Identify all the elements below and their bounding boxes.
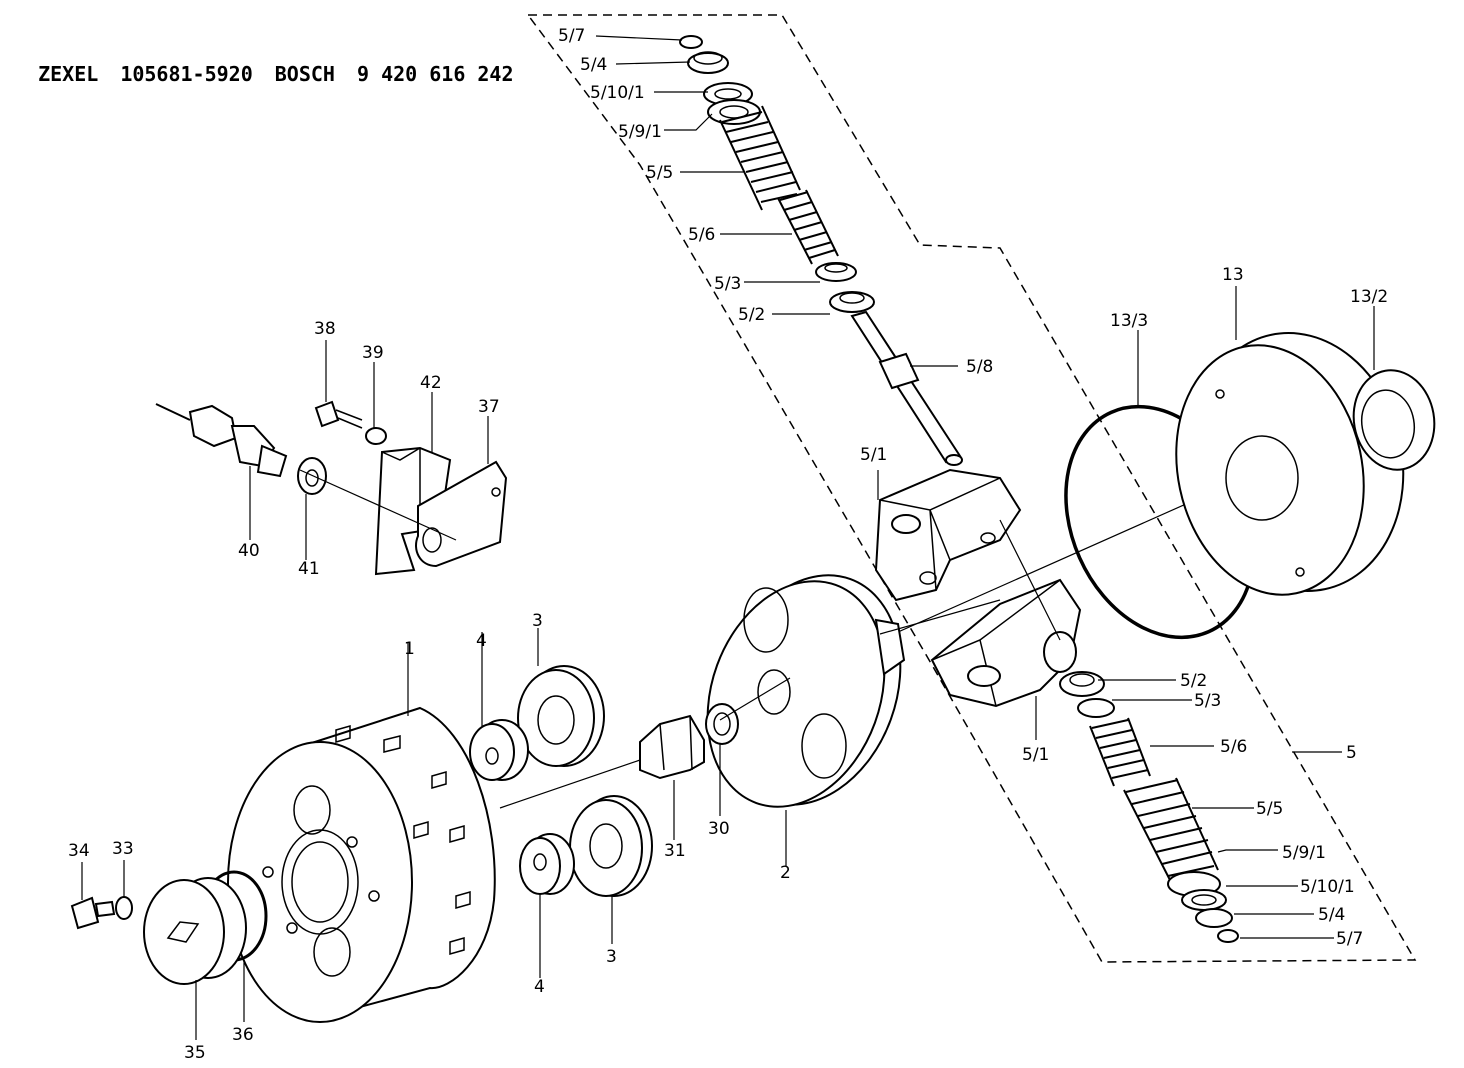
part-38-bolt bbox=[314, 400, 363, 429]
label-3-top: 3 bbox=[532, 611, 543, 631]
part-5-10-1-bottom-washer bbox=[1181, 889, 1227, 911]
part-5-5-bottom-spring bbox=[1123, 777, 1219, 885]
label-5-10-1-bottom: 5/10/1 bbox=[1300, 877, 1355, 897]
part-33-washer bbox=[115, 896, 133, 920]
label-5-2-bottom: 5/2 bbox=[1180, 671, 1207, 691]
label-35: 35 bbox=[184, 1043, 206, 1063]
header-brand-zexel: ZEXEL bbox=[38, 62, 99, 86]
label-41: 41 bbox=[298, 559, 320, 579]
label-5-5-top: 5/5 bbox=[646, 163, 673, 183]
label-5-9-1-bottom: 5/9/1 bbox=[1282, 843, 1326, 863]
part-13-2-seal bbox=[1352, 369, 1436, 471]
group-5-boundary bbox=[526, 14, 1417, 963]
leader-lines bbox=[81, 35, 1375, 1040]
label-1: 1 bbox=[404, 639, 415, 659]
label-38: 38 bbox=[314, 319, 336, 339]
label-5-5-bottom: 5/5 bbox=[1256, 799, 1283, 819]
header-brand-bosch: BOSCH bbox=[274, 62, 335, 86]
part-40-fitting bbox=[155, 403, 288, 478]
label-5: 5 bbox=[1346, 743, 1357, 763]
label-5-6-top: 5/6 bbox=[688, 225, 715, 245]
label-33: 33 bbox=[112, 839, 134, 859]
part-5-2-top-plate bbox=[829, 291, 875, 313]
label-5-1-top: 5/1 bbox=[860, 445, 887, 465]
part-5-9-1-top-washer bbox=[707, 99, 761, 125]
label-5-2-top: 5/2 bbox=[738, 305, 765, 325]
label-42: 42 bbox=[420, 373, 442, 393]
label-31: 31 bbox=[664, 841, 686, 861]
part-31-nut bbox=[639, 714, 705, 780]
label-4-top: 4 bbox=[476, 631, 487, 651]
part-5-1-top-block bbox=[874, 468, 1022, 602]
header-bosch-number: 9 420 616 242 bbox=[356, 62, 514, 86]
part-1-housing bbox=[227, 706, 496, 1023]
label-5-1-bottom: 5/1 bbox=[1022, 745, 1049, 765]
part-2-plate bbox=[706, 574, 906, 808]
label-40: 40 bbox=[238, 541, 260, 561]
label-4-bottom: 4 bbox=[534, 977, 545, 997]
label-5-7-top: 5/7 bbox=[558, 26, 585, 46]
label-13-3: 13/3 bbox=[1110, 311, 1148, 331]
part-4-bottom bbox=[519, 833, 575, 895]
part-35-plug bbox=[143, 877, 247, 985]
label-37: 37 bbox=[478, 397, 500, 417]
part-5-4-top-cap bbox=[687, 52, 729, 74]
label-5-8: 5/8 bbox=[966, 357, 993, 377]
label-30: 30 bbox=[708, 819, 730, 839]
part-labels: 5/7 5/4 5/10/1 5/9/1 5/5 5/6 5/3 5/2 5/8… bbox=[68, 26, 1388, 1063]
label-5-7-bottom: 5/7 bbox=[1336, 929, 1363, 949]
label-34: 34 bbox=[68, 841, 90, 861]
part-5-3-bottom-seat bbox=[1077, 698, 1115, 718]
label-5-9-1-top: 5/9/1 bbox=[618, 122, 662, 142]
bottom-spring-stack bbox=[1059, 671, 1239, 943]
part-34-screw bbox=[70, 896, 116, 930]
label-5-4-top: 5/4 bbox=[580, 55, 607, 75]
part-5-7-bottom-ring bbox=[1217, 929, 1239, 943]
part-30-washer bbox=[705, 703, 739, 745]
part-5-8-pin bbox=[850, 310, 963, 466]
part-5-6-bottom-spring bbox=[1089, 717, 1151, 787]
label-13: 13 bbox=[1222, 265, 1244, 285]
label-36: 36 bbox=[232, 1025, 254, 1045]
part-5-4-bottom-cap bbox=[1195, 908, 1233, 928]
top-spring-stack bbox=[679, 35, 963, 466]
diagram-header: ZEXEL 105681-5920 BOSCH 9 420 616 242 bbox=[14, 38, 536, 86]
label-13-2: 13/2 bbox=[1350, 287, 1388, 307]
label-5-6-bottom: 5/6 bbox=[1220, 737, 1247, 757]
label-5-10-1-top: 5/10/1 bbox=[590, 83, 645, 103]
label-2: 2 bbox=[780, 863, 791, 883]
part-3-top bbox=[517, 665, 605, 767]
header-zexel-number: 105681-5920 bbox=[120, 62, 253, 86]
label-3-bottom: 3 bbox=[606, 947, 617, 967]
part-13-cover bbox=[1175, 332, 1405, 596]
part-4-top bbox=[469, 719, 529, 781]
part-5-1-bottom-block bbox=[930, 578, 1082, 708]
label-39: 39 bbox=[362, 343, 384, 363]
label-5-4-bottom: 5/4 bbox=[1318, 905, 1345, 925]
label-5-3-top: 5/3 bbox=[714, 274, 741, 294]
part-37-plate bbox=[415, 460, 508, 568]
label-5-3-bottom: 5/3 bbox=[1194, 691, 1221, 711]
part-5-7-top-ring bbox=[679, 35, 703, 49]
part-3-bottom bbox=[569, 795, 653, 897]
part-39-washer bbox=[365, 427, 387, 445]
part-5-6-top-spring bbox=[777, 189, 839, 265]
part-5-2-bottom-plate bbox=[1059, 671, 1105, 697]
